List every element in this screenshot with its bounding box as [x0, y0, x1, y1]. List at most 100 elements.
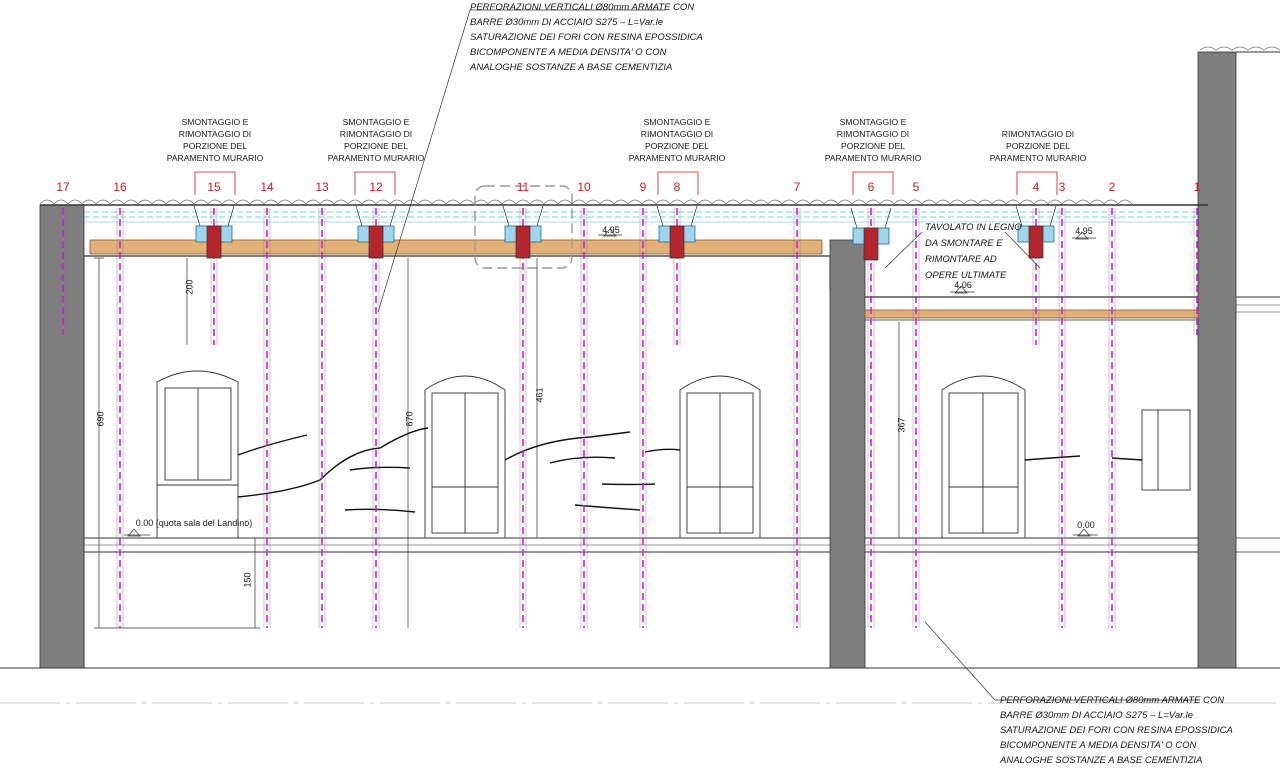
- bottom-note-line: SATURAZIONE DEI FORI CON RESINA EPOSSIDI…: [1000, 725, 1233, 736]
- detail-highlight: [474, 185, 573, 269]
- door-3: [941, 375, 1026, 539]
- label-line: PARAMENTO MURARIO: [327, 153, 425, 163]
- dim-690: 690: [95, 411, 106, 427]
- label-line: SMONTAGGIO E: [342, 117, 410, 127]
- top-note-line: BARRE Ø30mm DI ACCIAIO S275 – L=Var.le: [470, 17, 663, 28]
- top-note-line: SATURAZIONE DEI FORI CON RESINA EPOSSIDI…: [470, 32, 703, 43]
- bar-number: 17: [56, 180, 70, 194]
- right-tower-wall: [1197, 51, 1237, 669]
- label-line: RIMONTAGGIO DI: [1001, 129, 1075, 139]
- left-wall: [39, 204, 85, 669]
- top-note-line: BICOMPONENTE A MEDIA DENSITA' O CON: [470, 47, 667, 58]
- anchor-core: [1028, 225, 1044, 259]
- top-note-line: ANALOGHE SOSTANZE A BASE CEMENTIZIA: [470, 62, 673, 73]
- tavolato-note: TAVOLATO IN LEGNO DA SMONTARE E RIMONTAR…: [925, 220, 1022, 284]
- bar-number: 1: [1193, 180, 1201, 194]
- tower-tiles: [1199, 46, 1280, 51]
- label-line: PORZIONE DEL: [644, 141, 709, 151]
- wall-cracks: [237, 427, 1143, 513]
- label-bar-4: RIMONTAGGIO DI PORZIONE DEL PARAMENTO MU…: [990, 128, 1087, 164]
- anchor-core: [206, 225, 222, 259]
- tavolato-line: DA SMONTARE E: [925, 238, 1003, 249]
- bar-number: 16: [113, 180, 127, 194]
- beam-connections: [193, 205, 1057, 261]
- roof-tiles: [40, 204, 1208, 223]
- label-line: PARAMENTO MURARIO: [166, 153, 264, 163]
- bar-number: 2: [1108, 180, 1116, 194]
- top-note-line: PERFORAZIONI VERTICALI Ø80mm ARMATE CON: [470, 2, 695, 13]
- floor-slab-right: [865, 537, 1280, 553]
- dim-461: 461: [534, 387, 545, 403]
- bottom-note-line: BARRE Ø30mm DI ACCIAIO S275 – L=Var.le: [1000, 710, 1193, 721]
- dim-670: 670: [404, 411, 415, 427]
- anchor-core: [863, 227, 879, 261]
- bar-number: 3: [1058, 180, 1066, 194]
- label-bar-15: SMONTAGGIO E RIMONTAGGIO DI PORZIONE DEL…: [167, 116, 264, 164]
- label-line: SMONTAGGIO E: [643, 117, 711, 127]
- door-2: [679, 375, 761, 539]
- tavolato-line: OPERE ULTIMATE: [925, 270, 1007, 281]
- level-beam-left: 4.95: [602, 225, 620, 235]
- masonry-cut: [850, 207, 892, 229]
- label-line: PORZIONE DEL: [182, 141, 247, 151]
- label-line: SMONTAGGIO E: [839, 117, 907, 127]
- dim-367: 367: [896, 417, 907, 433]
- bar-number: 8: [673, 180, 681, 194]
- bottom-note-line: PERFORAZIONI VERTICALI Ø80mm ARMATE CON: [1000, 695, 1225, 706]
- dimension-lines: [94, 257, 900, 629]
- masonry-cut: [502, 205, 544, 227]
- label-line: PORZIONE DEL: [1005, 141, 1070, 151]
- tavolato-line: RIMONTARE AD: [925, 254, 997, 265]
- bottom-note: PERFORAZIONI VERTICALI Ø80mm ARMATE CON …: [1000, 693, 1233, 768]
- label-line: PORZIONE DEL: [840, 141, 905, 151]
- bar-number: 9: [639, 180, 647, 194]
- label-line: PARAMENTO MURARIO: [989, 153, 1087, 163]
- bar-number: 7: [793, 180, 801, 194]
- bar-number: 5: [912, 180, 920, 194]
- bar-number: 11: [516, 180, 530, 194]
- bar-number: 13: [315, 180, 329, 194]
- anchor-core: [368, 225, 384, 259]
- bar-number: 6: [867, 180, 875, 194]
- level-floor-right: 4.06: [954, 280, 972, 290]
- label-line: PARAMENTO MURARIO: [824, 153, 922, 163]
- door-1: [424, 375, 506, 539]
- label-line: PARAMENTO MURARIO: [628, 153, 726, 163]
- main-beam: [89, 239, 823, 255]
- bar-number: 12: [369, 180, 383, 194]
- level-beam-right: 4.95: [1075, 226, 1093, 236]
- label-line: RIMONTAGGIO DI: [178, 129, 252, 139]
- floor-slab-left: [84, 537, 830, 553]
- leader-lines: [377, 9, 1200, 701]
- label-line: RIMONTAGGIO DI: [836, 129, 910, 139]
- level-markers: [124, 228, 1098, 537]
- label-bar-8: SMONTAGGIO E RIMONTAGGIO DI PORZIONE DEL…: [629, 116, 726, 164]
- bar-number: 15: [207, 180, 221, 194]
- tile-scallops: [39, 199, 1133, 205]
- label-line: SMONTAGGIO E: [181, 117, 249, 127]
- masonry-cut: [193, 205, 235, 227]
- label-line: RIMONTAGGIO DI: [640, 129, 714, 139]
- level-ground-left: 0.00 (quota sala del Landino): [135, 518, 253, 528]
- bar-number: 10: [577, 180, 591, 194]
- label-line: PORZIONE DEL: [343, 141, 408, 151]
- bar-number: 14: [260, 180, 274, 194]
- tavolato-line: TAVOLATO IN LEGNO: [925, 222, 1022, 233]
- masonry-cut: [656, 205, 698, 227]
- anchor-core: [669, 225, 685, 259]
- dim-150: 150: [242, 572, 253, 588]
- label-bar-12: SMONTAGGIO E RIMONTAGGIO DI PORZIONE DEL…: [328, 116, 425, 164]
- dim-200: 200: [184, 279, 195, 295]
- anchor-core: [515, 225, 531, 259]
- window-right: [1141, 409, 1191, 491]
- bar-number: 4: [1032, 180, 1040, 194]
- top-note: PERFORAZIONI VERTICALI Ø80mm ARMATE CON …: [470, 0, 703, 75]
- bottom-note-line: BICOMPONENTE A MEDIA DENSITA' O CON: [1000, 740, 1197, 751]
- label-line: RIMONTAGGIO DI: [339, 129, 413, 139]
- middle-wall: [829, 239, 866, 669]
- bottom-note-line: ANALOGHE SOSTANZE A BASE CEMENTIZIA: [1000, 755, 1203, 766]
- right-floor-beam: [864, 309, 1199, 319]
- masonry-cut: [355, 205, 397, 227]
- masonry-cut: [1015, 205, 1057, 227]
- label-brackets: [194, 171, 1058, 195]
